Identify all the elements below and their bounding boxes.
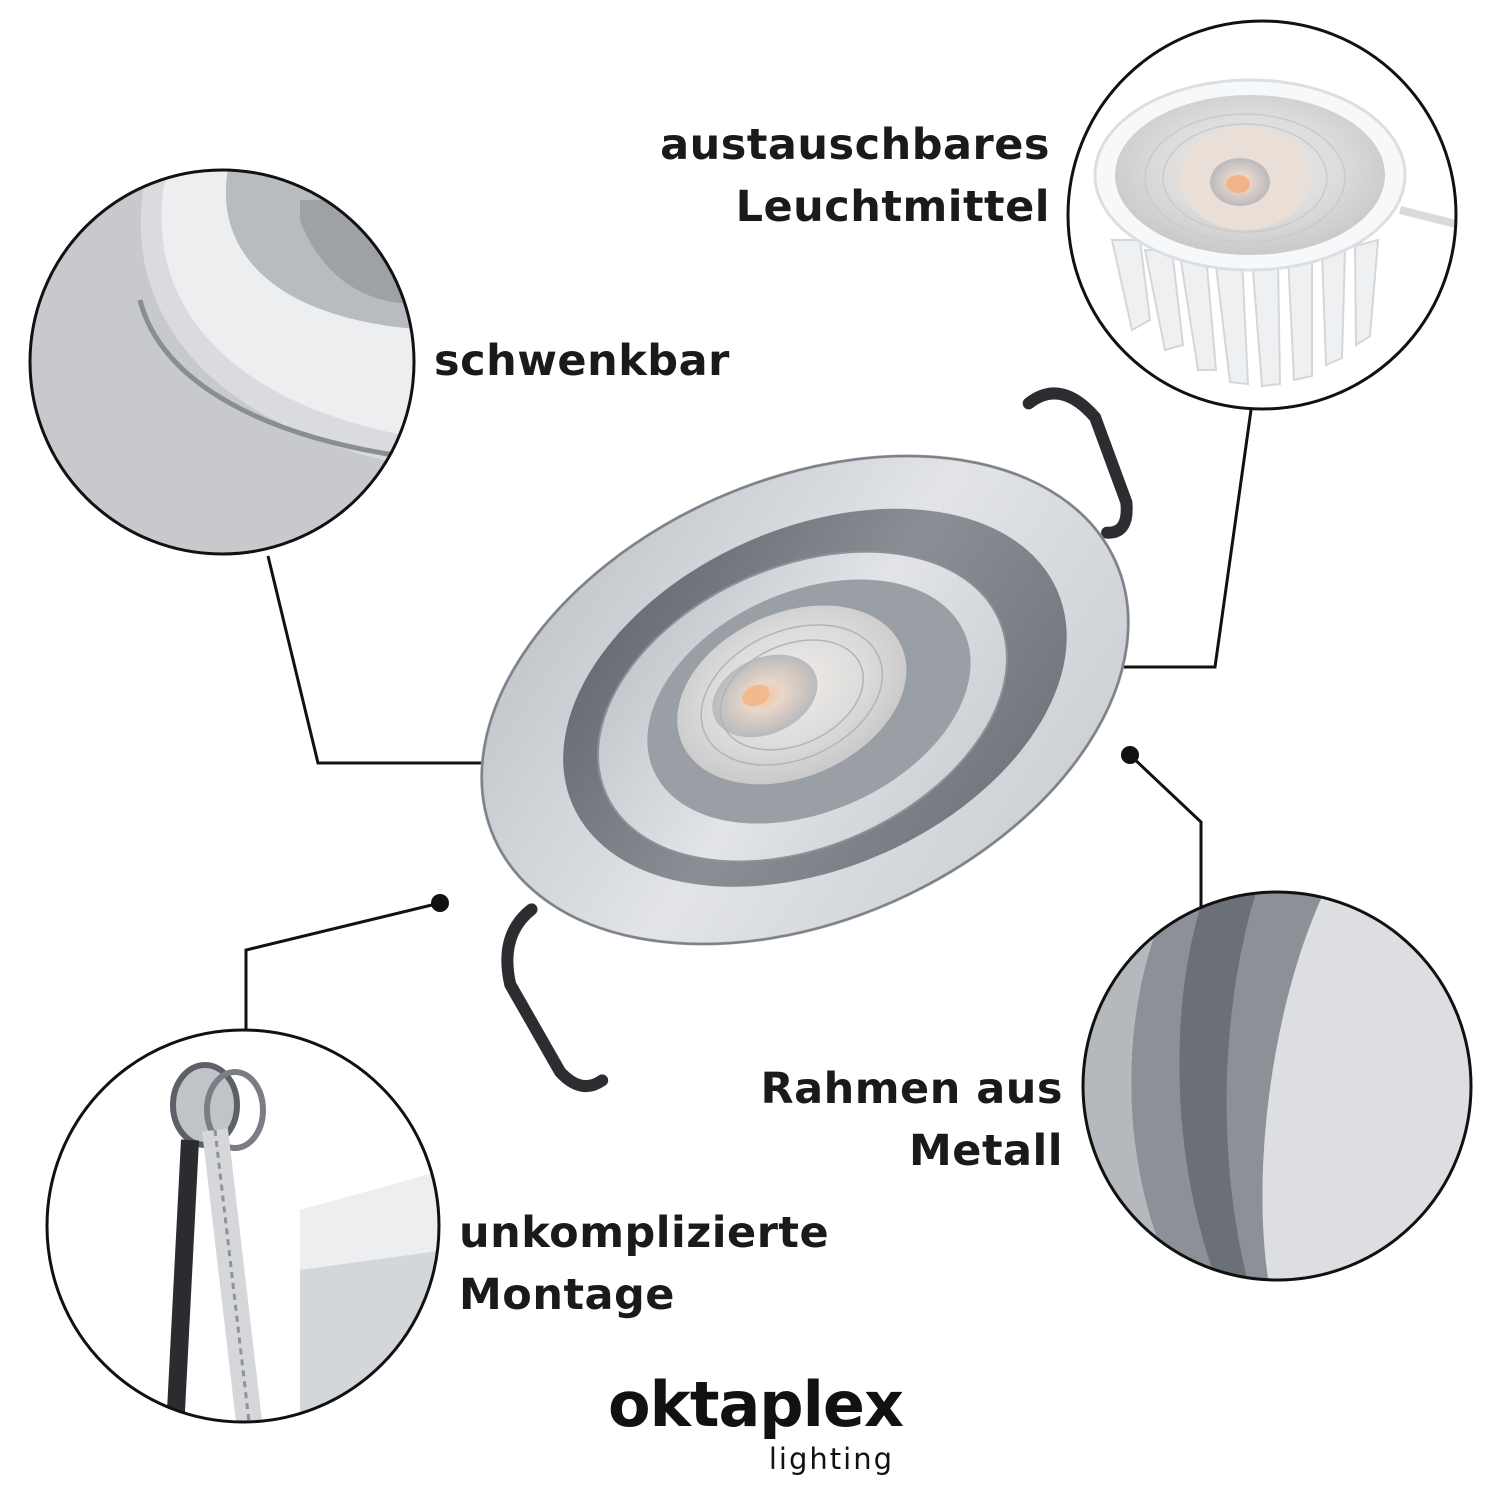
label-frame: Rahmen aus Metall [760, 1058, 1063, 1182]
label-mount-line2: Montage [459, 1270, 675, 1320]
label-tilt: schwenkbar [434, 330, 730, 392]
spring-clip-left [501, 903, 609, 1093]
zoom-circle-tilt [28, 168, 416, 556]
zoom-circle-bulb [1066, 19, 1458, 411]
brand-sub: lighting [768, 1442, 894, 1476]
brand-name: oktaplex [608, 1368, 904, 1441]
label-bulb-line2: Leuchtmittel [735, 182, 1050, 232]
label-frame-line2: Metall [908, 1126, 1063, 1176]
label-mount: unkomplizierte Montage [459, 1202, 829, 1326]
label-frame-line1: Rahmen aus [760, 1064, 1063, 1114]
label-tilt-text: schwenkbar [434, 336, 730, 386]
leader-mount [244, 901, 441, 1035]
zoom-circle-mount [45, 1028, 441, 1424]
zoom-circle-frame [1081, 890, 1473, 1282]
spring-clip-right [1022, 387, 1133, 539]
brand-logo: oktaplex lighting [608, 1368, 904, 1478]
label-bulb-line1: austauschbares [660, 120, 1050, 170]
label-bulb: austauschbares Leuchtmittel [660, 114, 1050, 238]
downlight-product [480, 387, 1133, 1093]
label-mount-line1: unkomplizierte [459, 1208, 830, 1258]
leader-frame [1128, 753, 1203, 909]
